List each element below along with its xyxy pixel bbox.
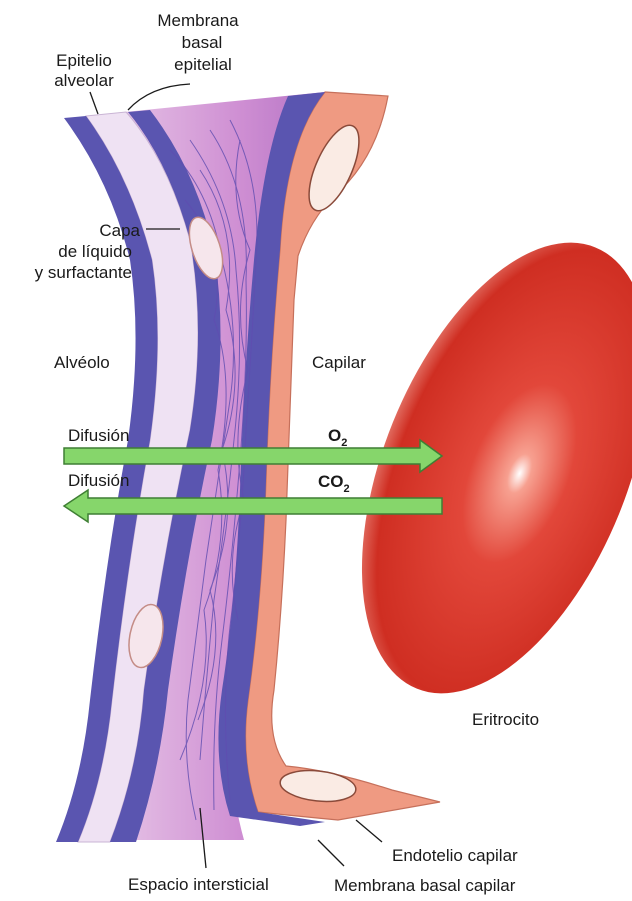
label-capa-line2: de líquido bbox=[58, 242, 132, 261]
label-capa-line3: y surfactante bbox=[35, 263, 132, 282]
label-espacio-intersticial: Espacio intersticial bbox=[128, 875, 269, 894]
erythrocyte bbox=[304, 202, 632, 735]
label-o2: O2 bbox=[328, 426, 347, 449]
label-capa-line1: Capa bbox=[99, 221, 140, 240]
label-capilar: Capilar bbox=[312, 353, 366, 372]
label-eritrocito: Eritrocito bbox=[472, 710, 539, 729]
label-epitelio-line1: Epitelio bbox=[56, 51, 112, 70]
label-co2: CO2 bbox=[318, 472, 350, 495]
label-endotelio-capilar: Endotelio capilar bbox=[392, 846, 518, 865]
label-alveolo: Alvéolo bbox=[54, 353, 110, 372]
label-membrana-line3: epitelial bbox=[174, 55, 232, 74]
label-membrana-basal-capilar: Membrana basal capilar bbox=[334, 876, 516, 895]
label-difusion-o2: Difusión bbox=[68, 426, 129, 445]
label-membrana-line2: basal bbox=[182, 33, 223, 52]
label-membrana-line1: Membrana bbox=[157, 11, 239, 30]
label-epitelio-line2: alveolar bbox=[54, 71, 114, 90]
label-difusion-co2: Difusión bbox=[68, 471, 129, 490]
